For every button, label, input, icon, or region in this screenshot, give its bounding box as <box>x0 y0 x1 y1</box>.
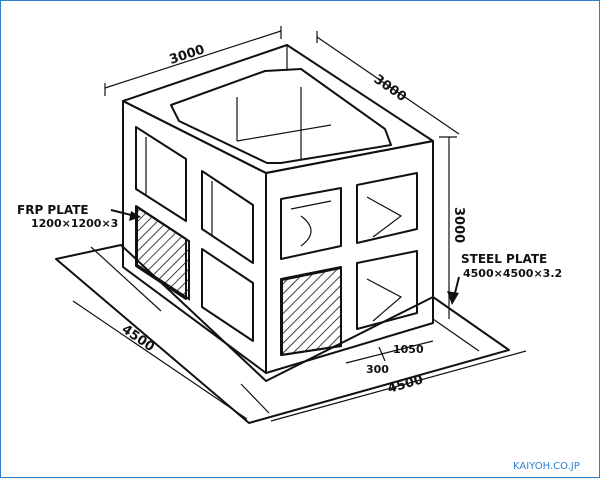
frp-plate-title: FRP PLATE <box>17 203 89 217</box>
cube-top-face <box>122 44 434 174</box>
frp-arrow-icon <box>129 211 141 221</box>
dimension-top-depth: 3000 <box>316 31 460 135</box>
dim-gap-small-label: 300 <box>366 363 389 376</box>
dim-right-height-label: 3000 <box>451 207 466 243</box>
steel-plate-size: 4500×4500×3.2 <box>463 267 562 280</box>
dimension-base-right: 4500 <box>270 350 527 422</box>
dim-base-left-label: 4500 <box>119 322 157 355</box>
steel-arrow-icon <box>447 291 459 305</box>
frp-plate-front <box>281 266 342 357</box>
watermark: KAIYOH.CO.JP <box>513 461 580 472</box>
frp-plate-left <box>136 205 190 301</box>
frp-plate-callout: FRP PLATE 1200×1200×3 <box>17 203 141 230</box>
steel-plate-title: STEEL PLATE <box>461 252 547 266</box>
dimension-top-width: 3000 <box>104 26 282 96</box>
dimension-right-height: 3000 <box>439 136 466 319</box>
frp-plate-size: 1200×1200×3 <box>31 217 118 230</box>
dimension-gaps: 300 1050 <box>345 340 434 376</box>
steel-plate-callout: STEEL PLATE 4500×4500×3.2 <box>447 252 562 305</box>
dim-top-width-label: 3000 <box>168 42 207 67</box>
dim-base-right-label: 4500 <box>386 372 425 396</box>
dim-top-depth-label: 3000 <box>371 72 409 105</box>
dim-gap-large-label: 1050 <box>393 343 424 356</box>
